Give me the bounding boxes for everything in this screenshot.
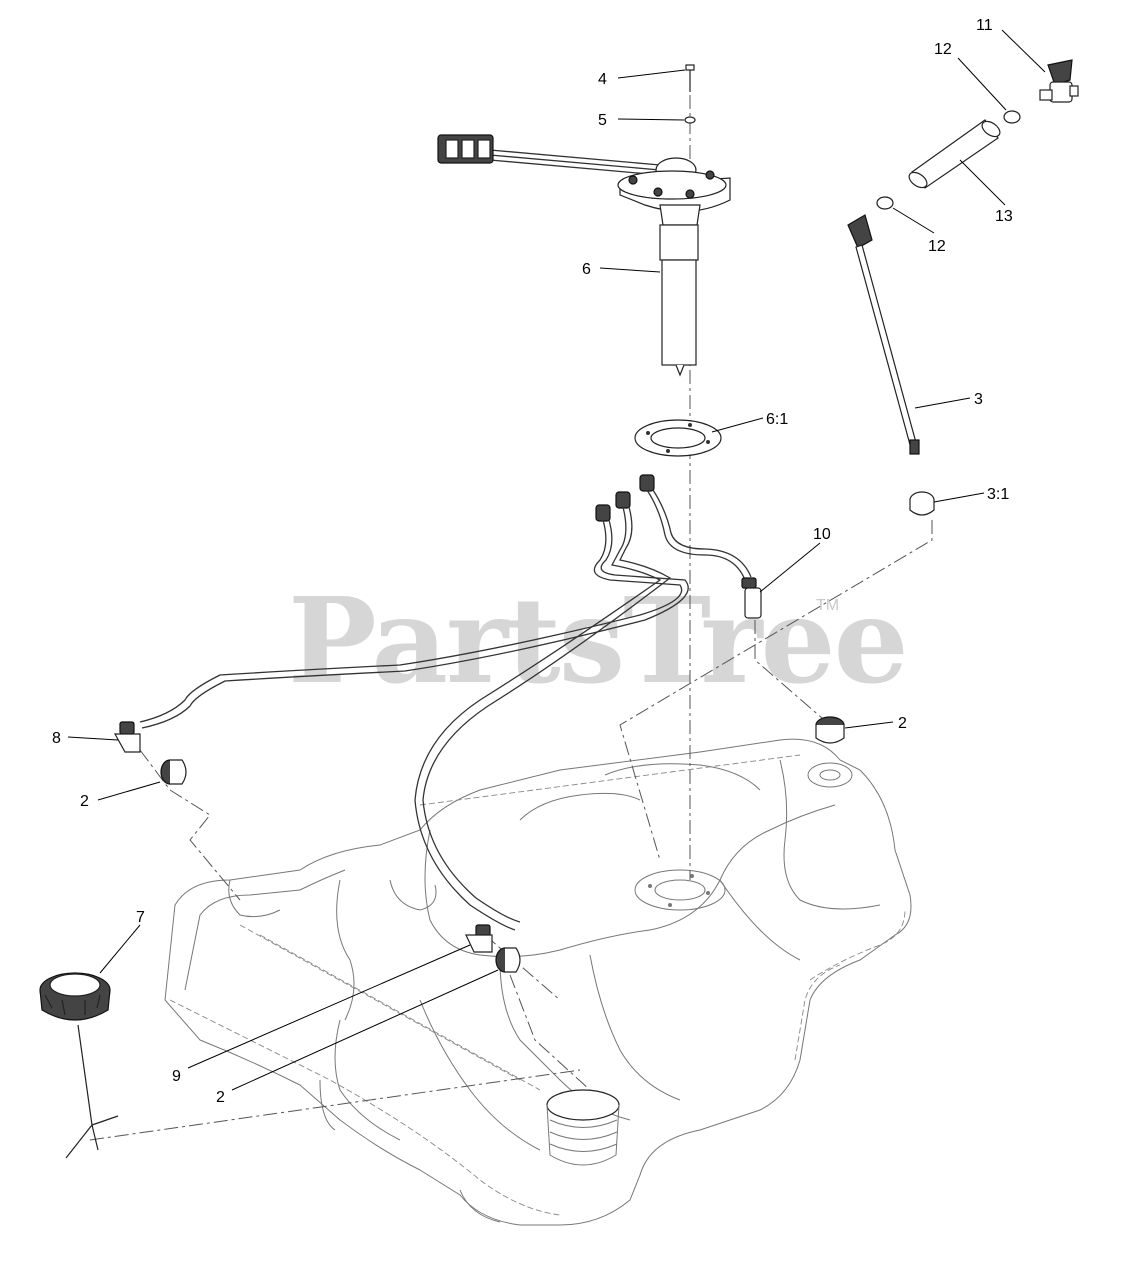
part-2-grommet-right xyxy=(815,716,845,744)
part-3-vent-tube xyxy=(847,214,920,455)
callout-12-upper: 12 xyxy=(934,41,952,58)
callout-7: 7 xyxy=(136,909,145,926)
watermark-tm: TM xyxy=(816,597,839,614)
fuel-lines xyxy=(139,474,752,931)
assembly-lines xyxy=(89,70,933,1141)
callout-12-lower: 12 xyxy=(928,238,946,255)
part-13-fuel-hose xyxy=(908,119,1001,189)
part-8-elbow xyxy=(113,721,141,753)
callout-13: 13 xyxy=(995,208,1013,225)
part-5-washer xyxy=(684,116,696,124)
callout-3: 3 xyxy=(974,391,983,408)
part-7-fuel-cap xyxy=(39,972,119,1159)
part-12-hose-clamp-upper xyxy=(1003,110,1021,124)
part-2-grommet-left xyxy=(160,759,187,785)
watermark: PartsTree TM xyxy=(288,571,909,710)
callout-5: 5 xyxy=(598,112,607,129)
callout-labels: 4 5 6 6:1 11 12 12 13 3 3:1 10 2 8 2 7 9… xyxy=(52,17,1013,1106)
part-12-hose-clamp-lower xyxy=(876,196,894,210)
callout-6-1: 6:1 xyxy=(766,411,788,428)
callout-3-1: 3:1 xyxy=(987,486,1009,503)
callout-2-left: 2 xyxy=(80,793,89,810)
watermark-text: PartsTree xyxy=(288,571,907,710)
callout-6: 6 xyxy=(582,261,591,278)
leader-lines xyxy=(67,29,1046,1091)
part-3-1-grommet xyxy=(909,491,935,516)
part-11-shutoff-valve xyxy=(1039,59,1079,103)
part-6-fuel-sender xyxy=(437,134,731,377)
part-6-1-gasket xyxy=(634,419,722,457)
callout-9: 9 xyxy=(172,1068,181,1085)
callout-2-center: 2 xyxy=(216,1089,225,1106)
callout-11: 11 xyxy=(976,17,993,34)
fuel-tank xyxy=(164,738,912,1226)
callout-4: 4 xyxy=(598,71,607,88)
callout-8: 8 xyxy=(52,730,61,747)
part-4-screw xyxy=(685,64,695,92)
callout-2-right: 2 xyxy=(898,715,907,732)
part-2-grommet-center xyxy=(495,947,521,973)
callout-10: 10 xyxy=(813,526,831,543)
part-10-elbow-fitting xyxy=(741,577,762,619)
part-9-elbow xyxy=(465,924,493,953)
